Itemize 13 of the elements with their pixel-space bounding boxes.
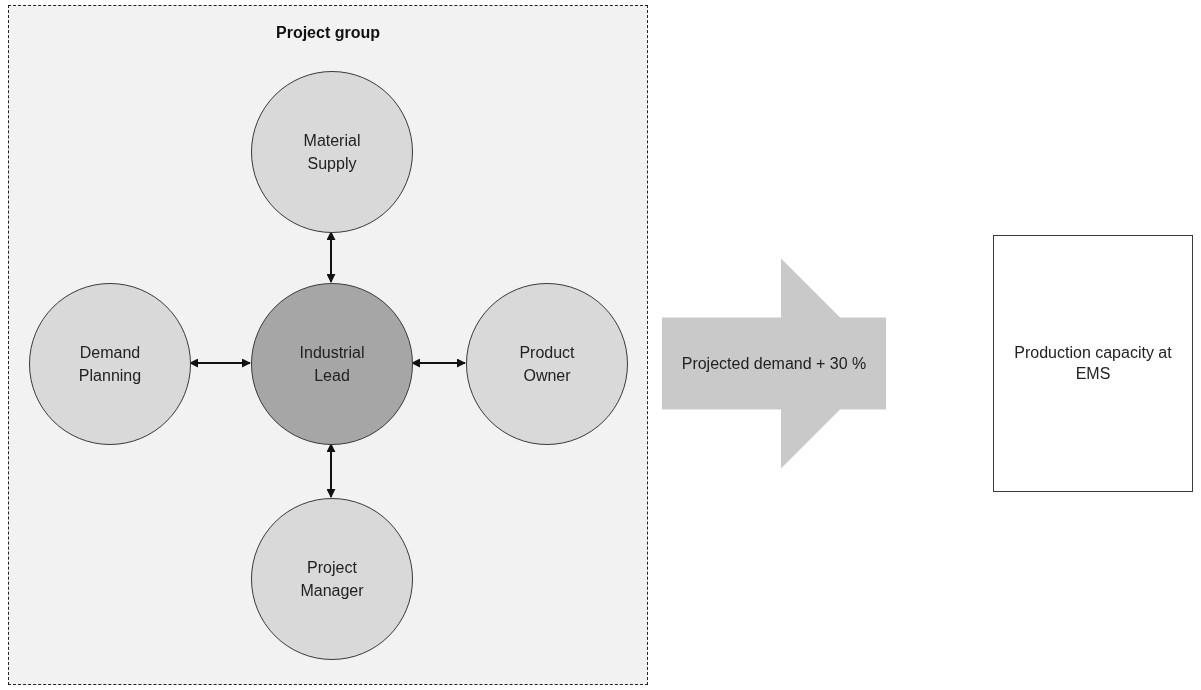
node-label: Demand Planning: [77, 342, 143, 386]
group-panel: [8, 5, 648, 685]
node-label: Product Owner: [518, 342, 576, 386]
double-arrow: [326, 443, 336, 498]
node-label: Project Manager: [299, 557, 365, 601]
node-label: Production capacity at EMS: [1013, 342, 1173, 384]
node-label: Industrial Lead: [298, 342, 366, 386]
double-arrow: [326, 231, 336, 283]
group-title: Project group: [276, 24, 380, 42]
node-label: Material Supply: [302, 130, 362, 174]
double-arrow: [189, 358, 251, 368]
double-arrow: [411, 358, 466, 368]
process-box: [993, 235, 1193, 492]
